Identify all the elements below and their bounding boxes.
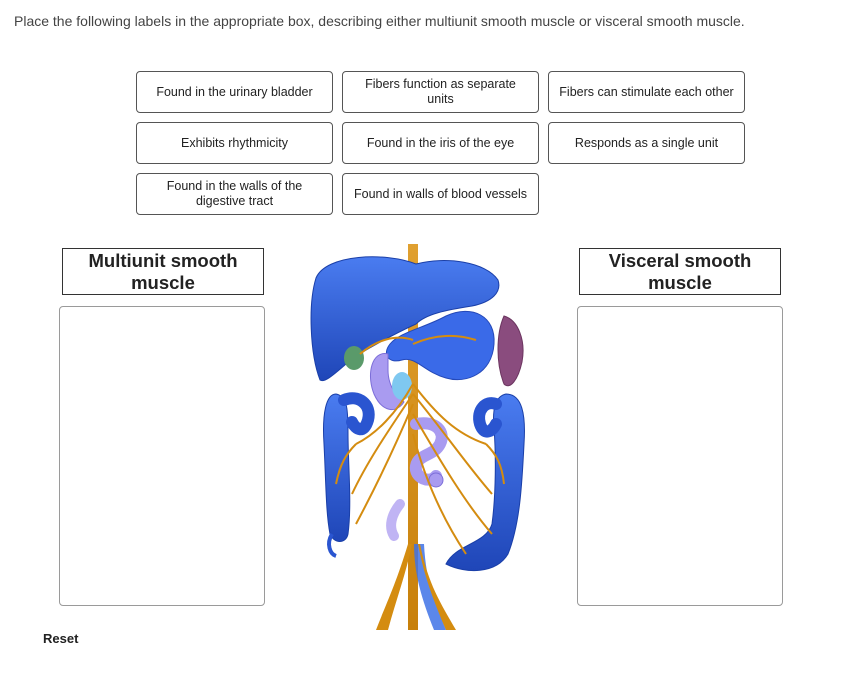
ascending-colon <box>323 393 351 542</box>
label-stimulate-each-other[interactable]: Fibers can stimulate each other <box>548 71 745 113</box>
visceral-drop-zone[interactable] <box>577 306 783 606</box>
reset-button[interactable]: Reset <box>43 631 79 646</box>
gallbladder <box>344 346 364 370</box>
label-single-unit[interactable]: Responds as a single unit <box>548 122 745 164</box>
label-blood-vessels[interactable]: Found in walls of blood vessels <box>342 173 539 215</box>
digestive-organs-illustration <box>310 244 525 630</box>
label-iris-of-eye[interactable]: Found in the iris of the eye <box>342 122 539 164</box>
stomach <box>386 310 495 381</box>
spleen <box>497 315 524 387</box>
instruction-text: Place the following labels in the approp… <box>14 13 745 29</box>
small-intestine <box>409 417 448 486</box>
label-separate-units[interactable]: Fibers function as separate units <box>342 71 539 113</box>
mesenteric-vessels <box>335 334 505 555</box>
multiunit-header: Multiunit smooth muscle <box>62 248 264 295</box>
label-urinary-bladder[interactable]: Found in the urinary bladder <box>136 71 333 113</box>
visceral-header: Visceral smooth muscle <box>579 248 781 295</box>
multiunit-header-text: Multiunit smooth muscle <box>88 249 238 293</box>
visceral-header-text: Visceral smooth muscle <box>608 249 752 293</box>
multiunit-drop-zone[interactable] <box>59 306 265 606</box>
label-rhythmicity[interactable]: Exhibits rhythmicity <box>136 122 333 164</box>
label-digestive-tract[interactable]: Found in the walls of the digestive trac… <box>136 173 333 215</box>
